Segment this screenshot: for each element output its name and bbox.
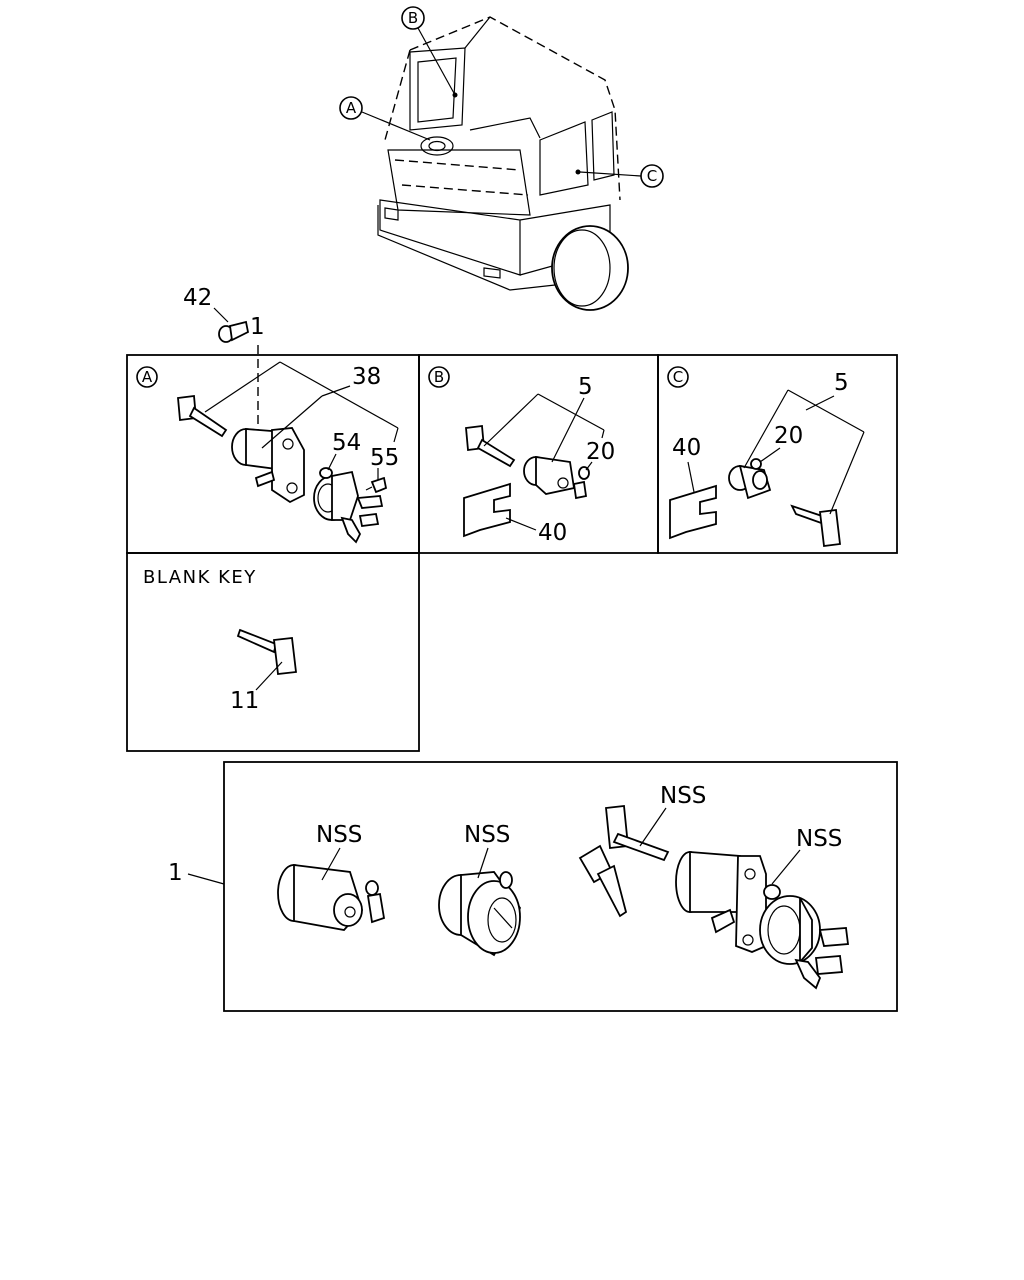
part-number-11: 11 xyxy=(230,688,259,714)
nss-label-4: NSS xyxy=(796,826,842,852)
detail-panel-b: B 5 20 40 xyxy=(418,354,659,554)
bolt-42: 42 xyxy=(183,285,250,343)
callout-c-cab: C xyxy=(579,164,664,188)
panel-a-marker: A xyxy=(142,368,153,386)
detail-panel-a: A 38 54 55 xyxy=(126,354,420,554)
panel-c-marker: C xyxy=(673,368,683,386)
part-number-20-c: 20 xyxy=(774,423,803,449)
nss-label-1: NSS xyxy=(316,822,362,848)
detail-panel-c: C 5 20 40 xyxy=(657,354,898,554)
marker-c-label: C xyxy=(647,167,657,185)
callout-a-cab: A xyxy=(339,96,431,141)
callout-b-cab: B xyxy=(401,6,456,96)
blank-key-panel: BLANK KEY 11 xyxy=(126,552,420,752)
clip-40-b xyxy=(463,482,511,538)
cap-20-c xyxy=(750,458,762,470)
part-number-20-b: 20 xyxy=(586,439,615,465)
truck-cab-illustration xyxy=(377,16,629,311)
lock-bracket xyxy=(271,427,305,504)
part-number-40-c: 40 xyxy=(672,435,701,461)
part-number-5-b: 5 xyxy=(578,374,593,400)
part-number-1-top: 1 xyxy=(250,314,265,340)
panel-b-marker: B xyxy=(434,368,444,386)
nss-rear-cylinder: NSS xyxy=(438,822,522,957)
part-number-42: 42 xyxy=(183,285,212,311)
part-number-54: 54 xyxy=(332,430,361,456)
nss-ignition-assembly: NSS xyxy=(675,826,850,990)
marker-b-label: B xyxy=(408,9,418,27)
nss-door-cylinder: NSS xyxy=(277,822,386,931)
part-number-1-set: 1 xyxy=(168,860,183,886)
location-point-c xyxy=(575,169,581,175)
part-number-55: 55 xyxy=(370,445,399,471)
part-number-40-b: 40 xyxy=(538,520,567,546)
nss-label-3: NSS xyxy=(660,783,706,809)
washer-54 xyxy=(319,467,333,479)
clip-40-c xyxy=(669,484,717,540)
part-number-5-c: 5 xyxy=(834,370,849,396)
part-number-38: 38 xyxy=(352,364,381,390)
blank-key xyxy=(236,628,278,654)
nss-label-2: NSS xyxy=(464,822,510,848)
blank-key-title: BLANK KEY xyxy=(143,567,257,588)
screw-55 xyxy=(370,476,388,494)
key-c xyxy=(790,504,826,526)
marker-a-label: A xyxy=(346,99,357,117)
nss-keys: NSS xyxy=(578,783,706,918)
lock-set-panel: 1 NSS NSS xyxy=(168,761,898,1012)
